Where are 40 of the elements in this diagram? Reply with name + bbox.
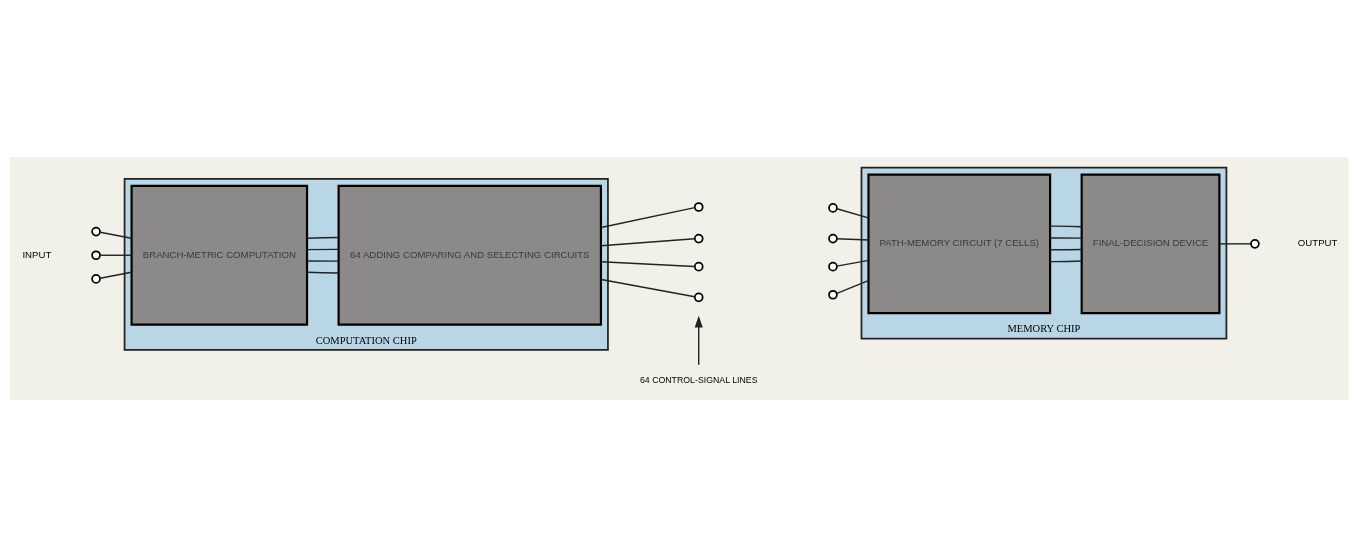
node-circle [828,202,838,213]
connector [600,206,696,228]
connector [99,271,133,279]
node-box: BRANCH-METRIC COMPUTATION [130,184,309,326]
connector [1049,224,1083,227]
node-box: PATH-MEMORY CIRCUIT (7 CELLS) [867,172,1052,314]
connector [306,271,339,274]
connector [306,259,339,262]
arrow [694,315,703,365]
node-circle [693,292,704,302]
connector [1049,236,1083,239]
node-circle [693,261,704,271]
node-text: 64 CONTROL-SIGNAL LINES [639,374,758,385]
node-circle [828,261,838,271]
connector [1049,248,1083,250]
connector [1218,242,1252,245]
connector [836,259,870,267]
connector [306,248,339,250]
connector [99,231,133,239]
connector [1049,259,1083,262]
node-circle [91,226,101,236]
node-circle [693,201,704,212]
node-circle [828,233,838,243]
node-label: OUTPUT [1297,236,1338,248]
node-circle [91,249,101,260]
node-circle [1250,238,1260,249]
connector [306,236,339,239]
connector [600,278,696,297]
node-circle [828,289,838,300]
node-box: FINAL-DECISION DEVICE [1080,172,1221,314]
connector [600,237,696,246]
label: INPUT [22,248,52,260]
connector [836,207,870,219]
connector [600,260,696,267]
connector [836,237,870,241]
node-box: 64 ADDING COMPARING AND SELECTING CIRCUITS [337,184,602,326]
connector [836,279,870,294]
node-circle [91,273,101,284]
connector [99,254,133,256]
node-circle [693,233,704,243]
